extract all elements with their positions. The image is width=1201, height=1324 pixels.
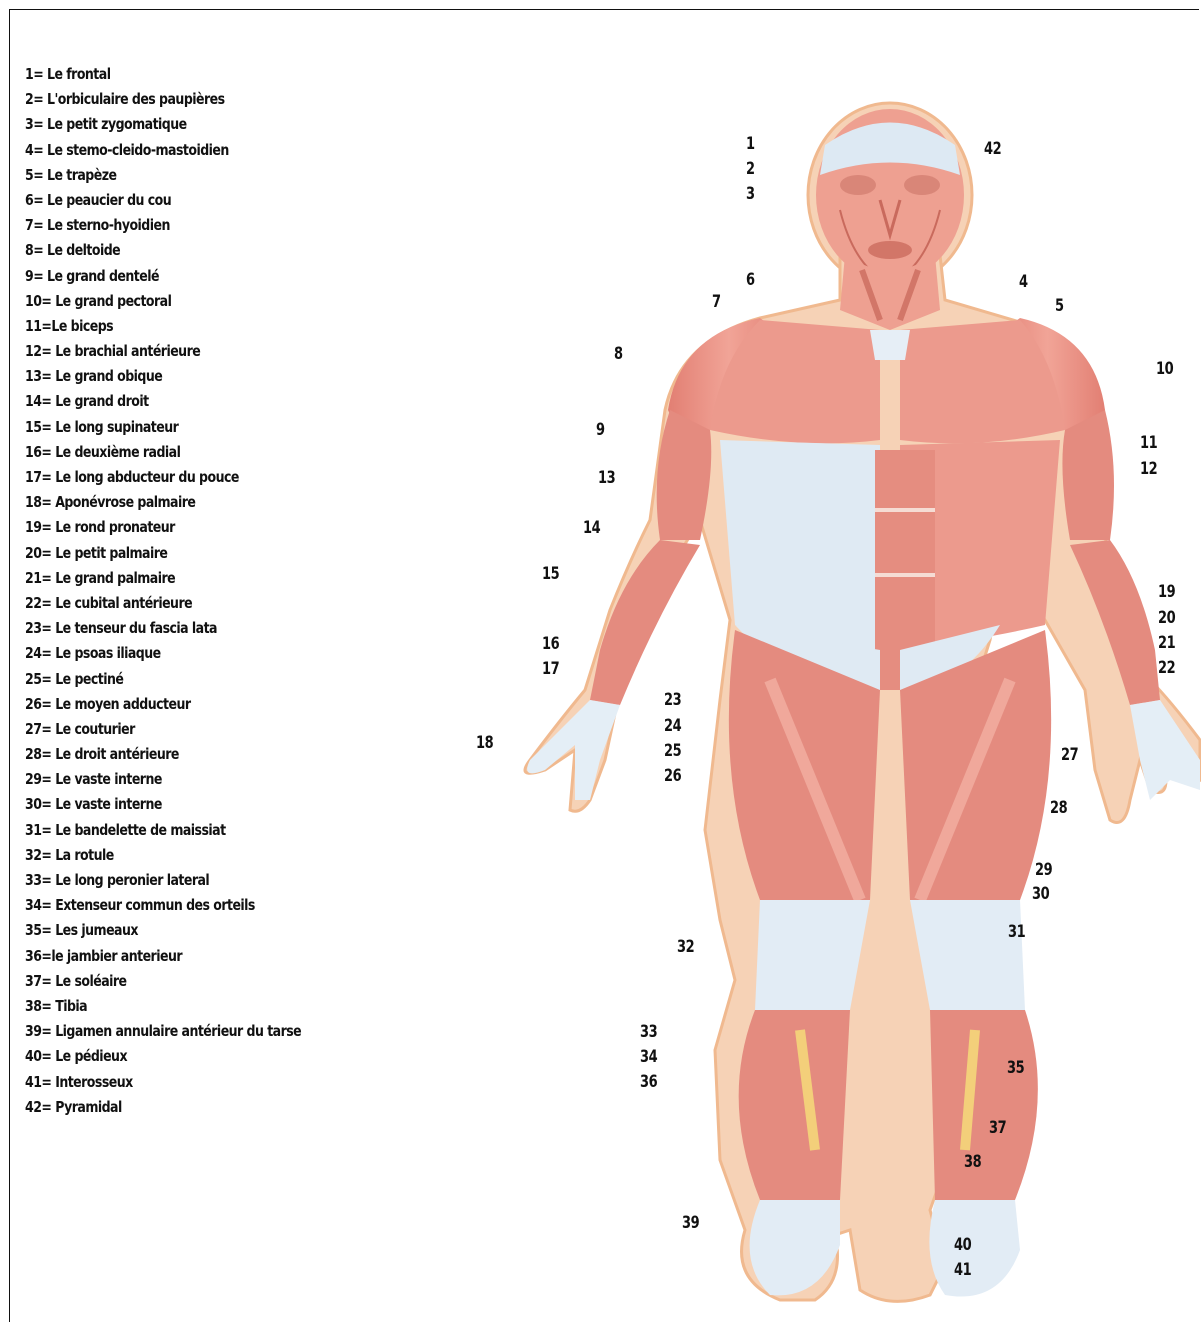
callout-label: 6 bbox=[746, 270, 755, 290]
legend-item: 29= Le vaste interne bbox=[25, 767, 301, 792]
callout-label: 37 bbox=[989, 1118, 1006, 1138]
legend-item: 3= Le petit zygomatique bbox=[25, 112, 301, 137]
legend-item: 37= Le soléaire bbox=[25, 969, 301, 994]
callout-label: 39 bbox=[682, 1213, 699, 1233]
legend-item: 22= Le cubital antérieure bbox=[25, 591, 301, 616]
legend-item: 35= Les jumeaux bbox=[25, 918, 301, 943]
muscle-legend: 1= Le frontal 2= L'orbiculaire des paupi… bbox=[25, 62, 332, 1120]
legend-item: 4= Le stemo-cleido-mastoidien bbox=[25, 138, 301, 163]
callout-label: 40 bbox=[954, 1235, 971, 1255]
legend-item: 26= Le moyen adducteur bbox=[25, 692, 301, 717]
callout-label: 34 bbox=[640, 1047, 657, 1067]
legend-item: 40= Le pédieux bbox=[25, 1044, 301, 1069]
legend-item: 33= Le long peronier lateral bbox=[25, 868, 301, 893]
callout-label: 27 bbox=[1061, 745, 1078, 765]
callout-label: 4 bbox=[1019, 272, 1028, 292]
callout-label: 2 bbox=[746, 159, 755, 179]
callout-label: 7 bbox=[712, 292, 721, 312]
callout-label: 36 bbox=[640, 1072, 657, 1092]
legend-item: 32= La rotule bbox=[25, 843, 301, 868]
callout-label: 11 bbox=[1140, 433, 1157, 453]
callout-label: 14 bbox=[583, 518, 600, 538]
legend-item: 24= Le psoas iliaque bbox=[25, 641, 301, 666]
callout-label: 38 bbox=[964, 1152, 981, 1172]
callout-label: 41 bbox=[954, 1260, 971, 1280]
legend-item: 17= Le long abducteur du pouce bbox=[25, 465, 301, 490]
muscle-figure bbox=[500, 100, 1201, 1324]
callout-label: 32 bbox=[677, 937, 694, 957]
legend-item: 11=Le biceps bbox=[25, 314, 301, 339]
callout-label: 9 bbox=[596, 420, 605, 440]
callout-label: 20 bbox=[1158, 608, 1175, 628]
legend-item: 41= Interosseux bbox=[25, 1070, 301, 1095]
callout-label: 3 bbox=[746, 184, 755, 204]
callout-label: 25 bbox=[664, 741, 681, 761]
legend-item: 18= Aponévrose palmaire bbox=[25, 490, 301, 515]
legend-item: 14= Le grand droit bbox=[25, 389, 301, 414]
left-arm bbox=[527, 410, 711, 800]
legend-item: 2= L'orbiculaire des paupières bbox=[25, 87, 301, 112]
legend-item: 20= Le petit palmaire bbox=[25, 541, 301, 566]
callout-label: 16 bbox=[542, 634, 559, 654]
callout-label: 10 bbox=[1156, 359, 1173, 379]
legend-item: 8= Le deltoide bbox=[25, 238, 301, 263]
legend-item: 7= Le sterno-hyoidien bbox=[25, 213, 301, 238]
legend-item: 39= Ligamen annulaire antérieur du tarse bbox=[25, 1019, 301, 1044]
callout-label: 24 bbox=[664, 716, 681, 736]
callout-label: 17 bbox=[542, 659, 559, 679]
callout-label: 12 bbox=[1140, 459, 1157, 479]
callout-label: 21 bbox=[1158, 633, 1175, 653]
legend-item: 30= Le vaste interne bbox=[25, 792, 301, 817]
callout-label: 23 bbox=[664, 690, 681, 710]
callout-label: 29 bbox=[1035, 860, 1052, 880]
callout-label: 13 bbox=[598, 468, 615, 488]
legend-item: 34= Extenseur commun des orteils bbox=[25, 893, 301, 918]
legend-item: 23= Le tenseur du fascia lata bbox=[25, 616, 301, 641]
callout-label: 30 bbox=[1032, 884, 1049, 904]
callout-label: 5 bbox=[1055, 296, 1064, 316]
callout-label: 26 bbox=[664, 766, 681, 786]
callout-label: 42 bbox=[984, 139, 1001, 159]
legend-item: 12= Le brachial antérieure bbox=[25, 339, 301, 364]
head bbox=[816, 109, 964, 281]
legend-item: 38= Tibia bbox=[25, 994, 301, 1019]
legend-item: 13= Le grand obique bbox=[25, 364, 301, 389]
callout-label: 28 bbox=[1050, 798, 1067, 818]
callout-label: 33 bbox=[640, 1022, 657, 1042]
legend-item: 16= Le deuxième radial bbox=[25, 440, 301, 465]
legend-item: 15= Le long supinateur bbox=[25, 415, 301, 440]
legend-item: 21= Le grand palmaire bbox=[25, 566, 301, 591]
legend-item: 36=le jambier anterieur bbox=[25, 944, 301, 969]
legend-item: 1= Le frontal bbox=[25, 62, 301, 87]
legend-item: 5= Le trapèze bbox=[25, 163, 301, 188]
callout-label: 1 bbox=[746, 134, 755, 154]
callout-label: 8 bbox=[614, 344, 623, 364]
legend-item: 28= Le droit antérieure bbox=[25, 742, 301, 767]
legend-item: 27= Le couturier bbox=[25, 717, 301, 742]
legend-item: 10= Le grand pectoral bbox=[25, 289, 301, 314]
legend-item: 42= Pyramidal bbox=[25, 1095, 301, 1120]
legend-item: 19= Le rond pronateur bbox=[25, 515, 301, 540]
callout-label: 22 bbox=[1158, 658, 1175, 678]
callout-label: 31 bbox=[1008, 922, 1025, 942]
legend-item: 9= Le grand dentelé bbox=[25, 264, 301, 289]
legend-item: 25= Le pectiné bbox=[25, 667, 301, 692]
callout-label: 18 bbox=[476, 733, 493, 753]
legend-item: 6= Le peaucier du cou bbox=[25, 188, 301, 213]
legend-item: 31= Le bandelette de maissiat bbox=[25, 818, 301, 843]
callout-label: 35 bbox=[1007, 1058, 1024, 1078]
callout-label: 19 bbox=[1158, 582, 1175, 602]
callout-label: 15 bbox=[542, 564, 559, 584]
